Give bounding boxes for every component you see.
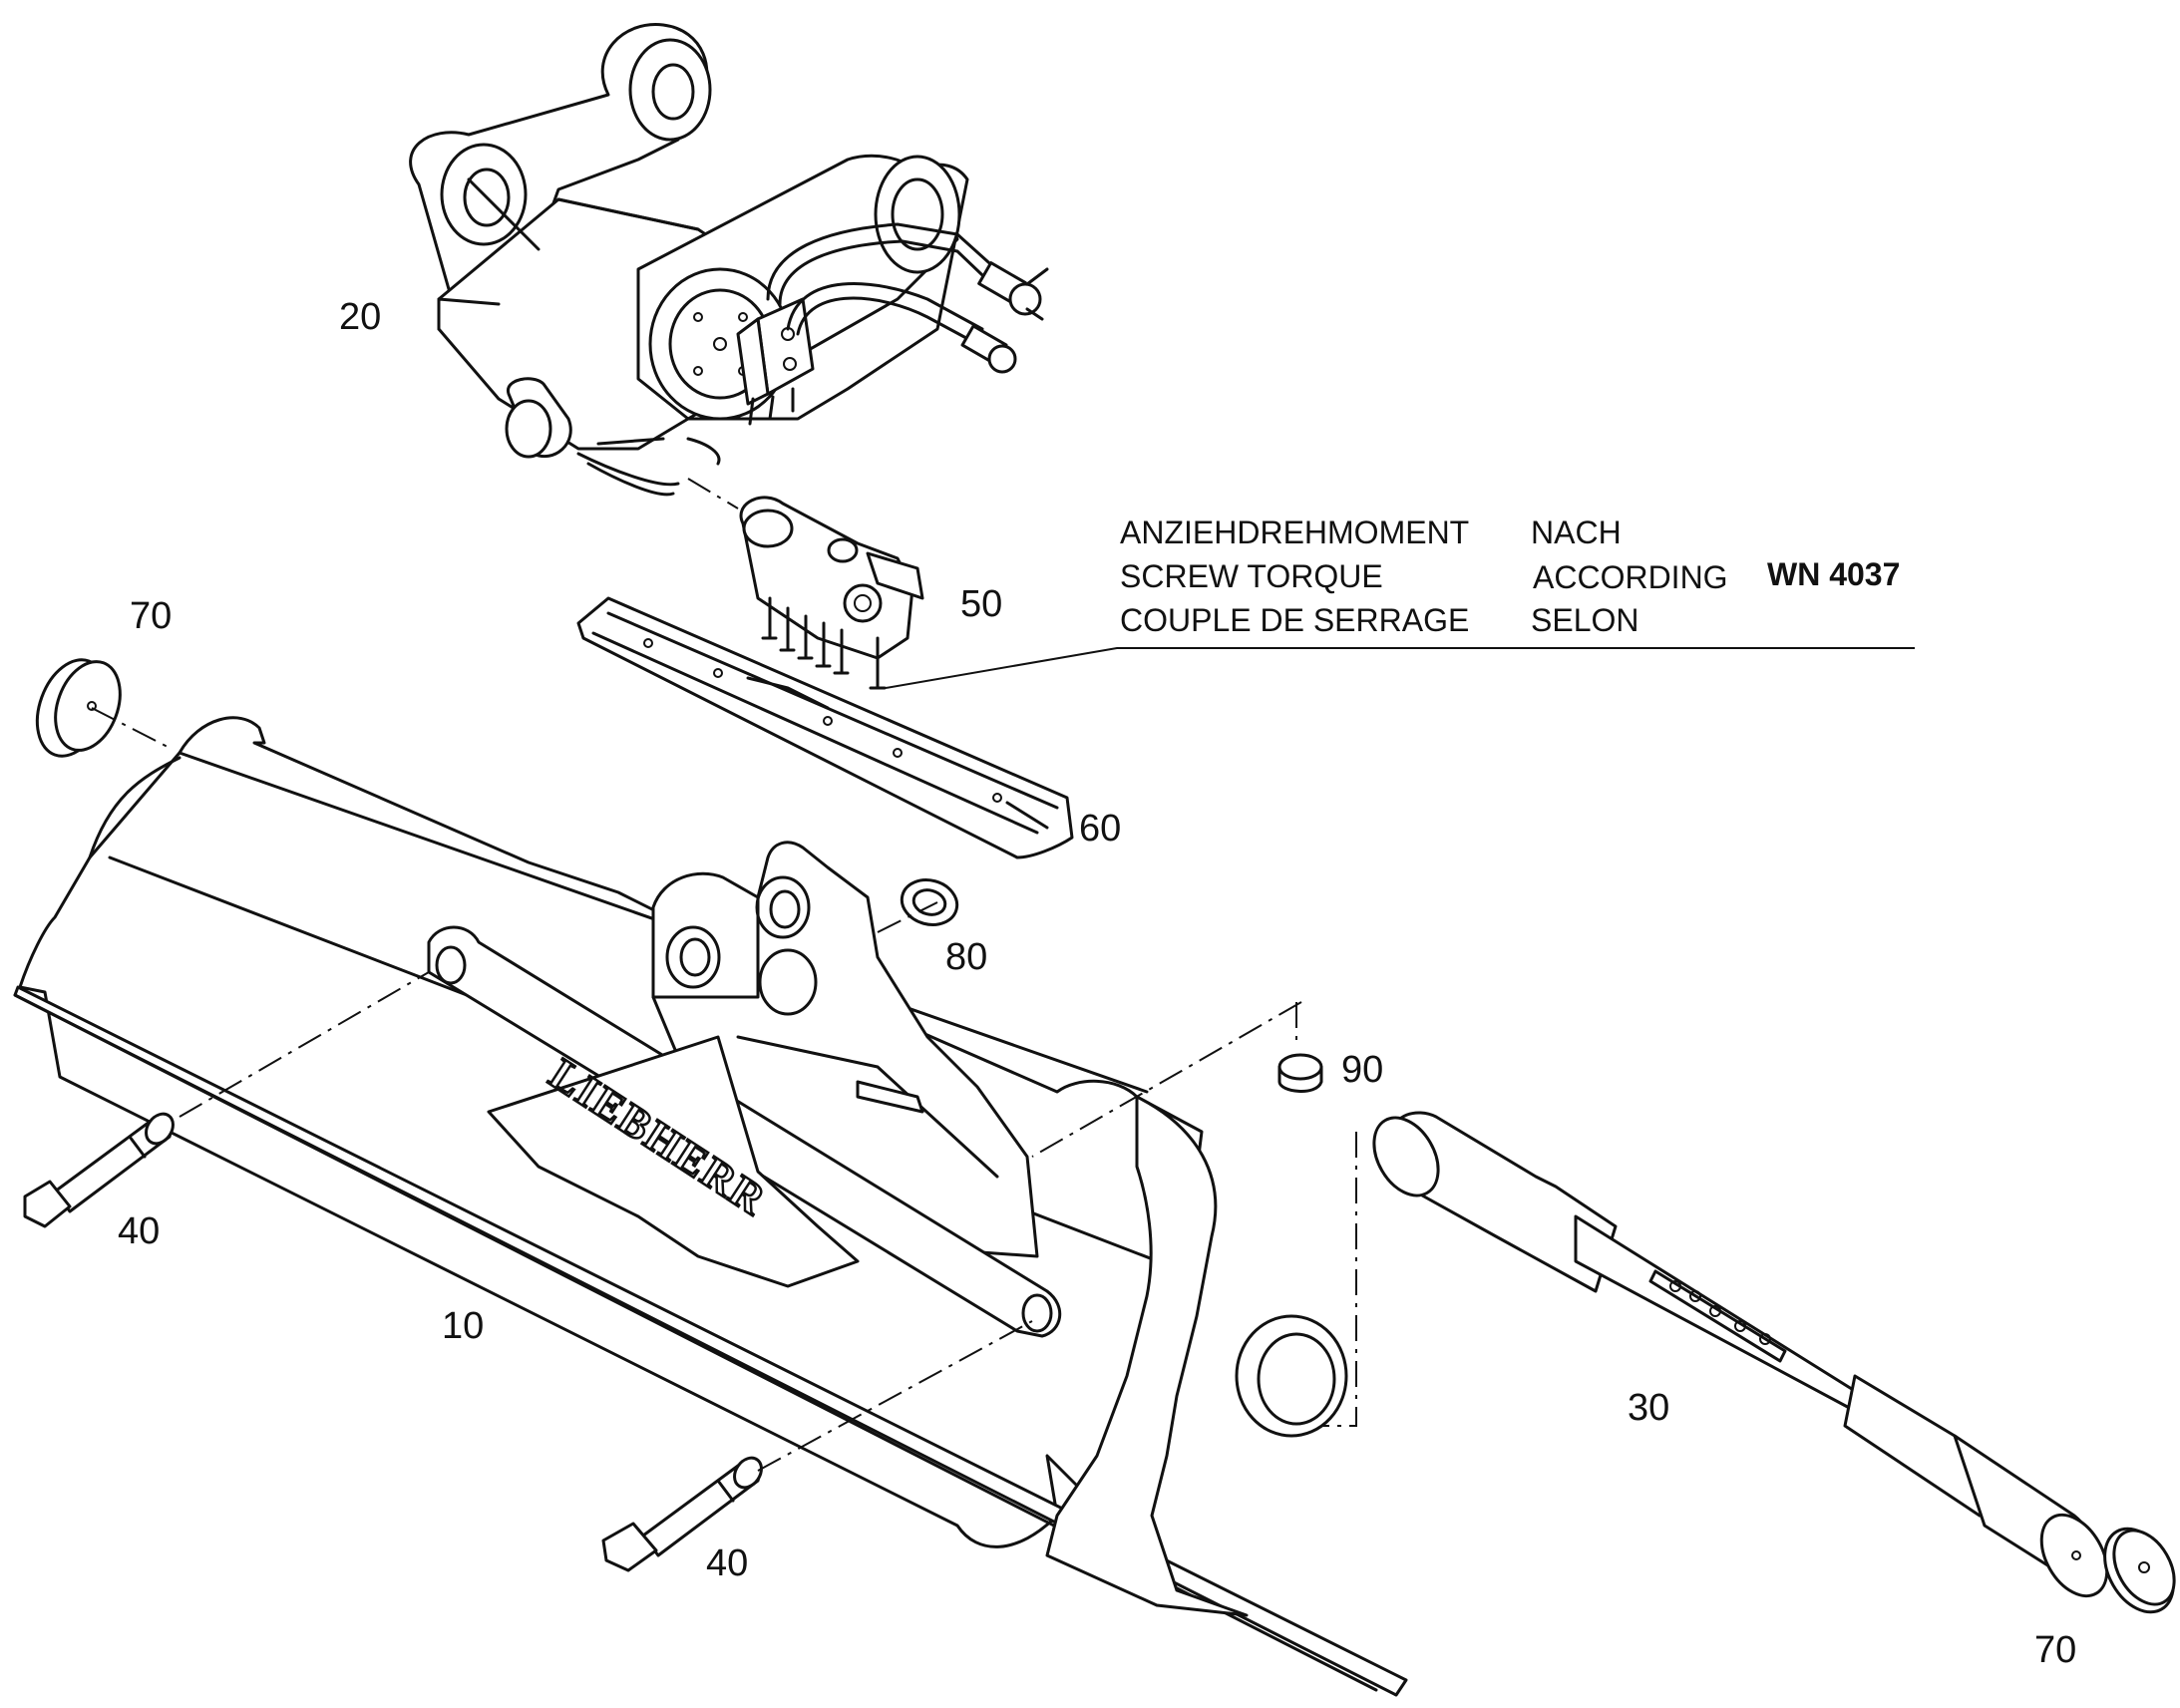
torque-note: ANZIEHDREHMOMENT NACH SCREW TORQUE ACCOR… xyxy=(1120,514,1900,638)
latch-part-50 xyxy=(739,496,924,690)
torque-word-de: NACH xyxy=(1531,514,1622,550)
torque-label-en: SCREW TORQUE xyxy=(1120,558,1383,594)
pin-part-40-upper xyxy=(23,1112,175,1228)
callout-70-left: 70 xyxy=(130,595,172,637)
quick-coupler-part-20 xyxy=(409,23,1049,497)
callout-80: 80 xyxy=(945,936,987,978)
callout-70-right: 70 xyxy=(2034,1629,2076,1671)
pin-part-40-lower xyxy=(601,1456,763,1572)
callout-90: 90 xyxy=(1341,1049,1383,1091)
callout-20: 20 xyxy=(339,296,381,338)
callout-30: 30 xyxy=(1628,1387,1669,1429)
torque-label-fr: COUPLE DE SERRAGE xyxy=(1120,602,1469,638)
torque-word-fr: SELON xyxy=(1531,602,1638,638)
callout-40-upper: 40 xyxy=(118,1210,160,1252)
main-body-part-10: LIEBHERR xyxy=(13,716,1408,1697)
centre-lines xyxy=(91,478,1357,1472)
plug-part-90 xyxy=(1277,1053,1323,1093)
torque-word-en: ACCORDING xyxy=(1533,559,1728,595)
callout-40-lower: 40 xyxy=(706,1542,748,1584)
torque-note-leader xyxy=(885,647,1915,689)
callout-60: 60 xyxy=(1079,808,1121,850)
axle-part-30 xyxy=(1372,1111,2109,1598)
callout-50: 50 xyxy=(960,583,1002,625)
wear-plate-part-60 xyxy=(576,596,1074,859)
torque-label-de: ANZIEHDREHMOMENT xyxy=(1120,514,1469,550)
end-cap-part-70-right xyxy=(2103,1527,2176,1614)
bushing-part-80 xyxy=(900,878,959,926)
end-cap-part-70-left xyxy=(35,658,122,758)
torque-standard: WN 4037 xyxy=(1767,556,1900,592)
callout-10: 10 xyxy=(442,1305,484,1347)
